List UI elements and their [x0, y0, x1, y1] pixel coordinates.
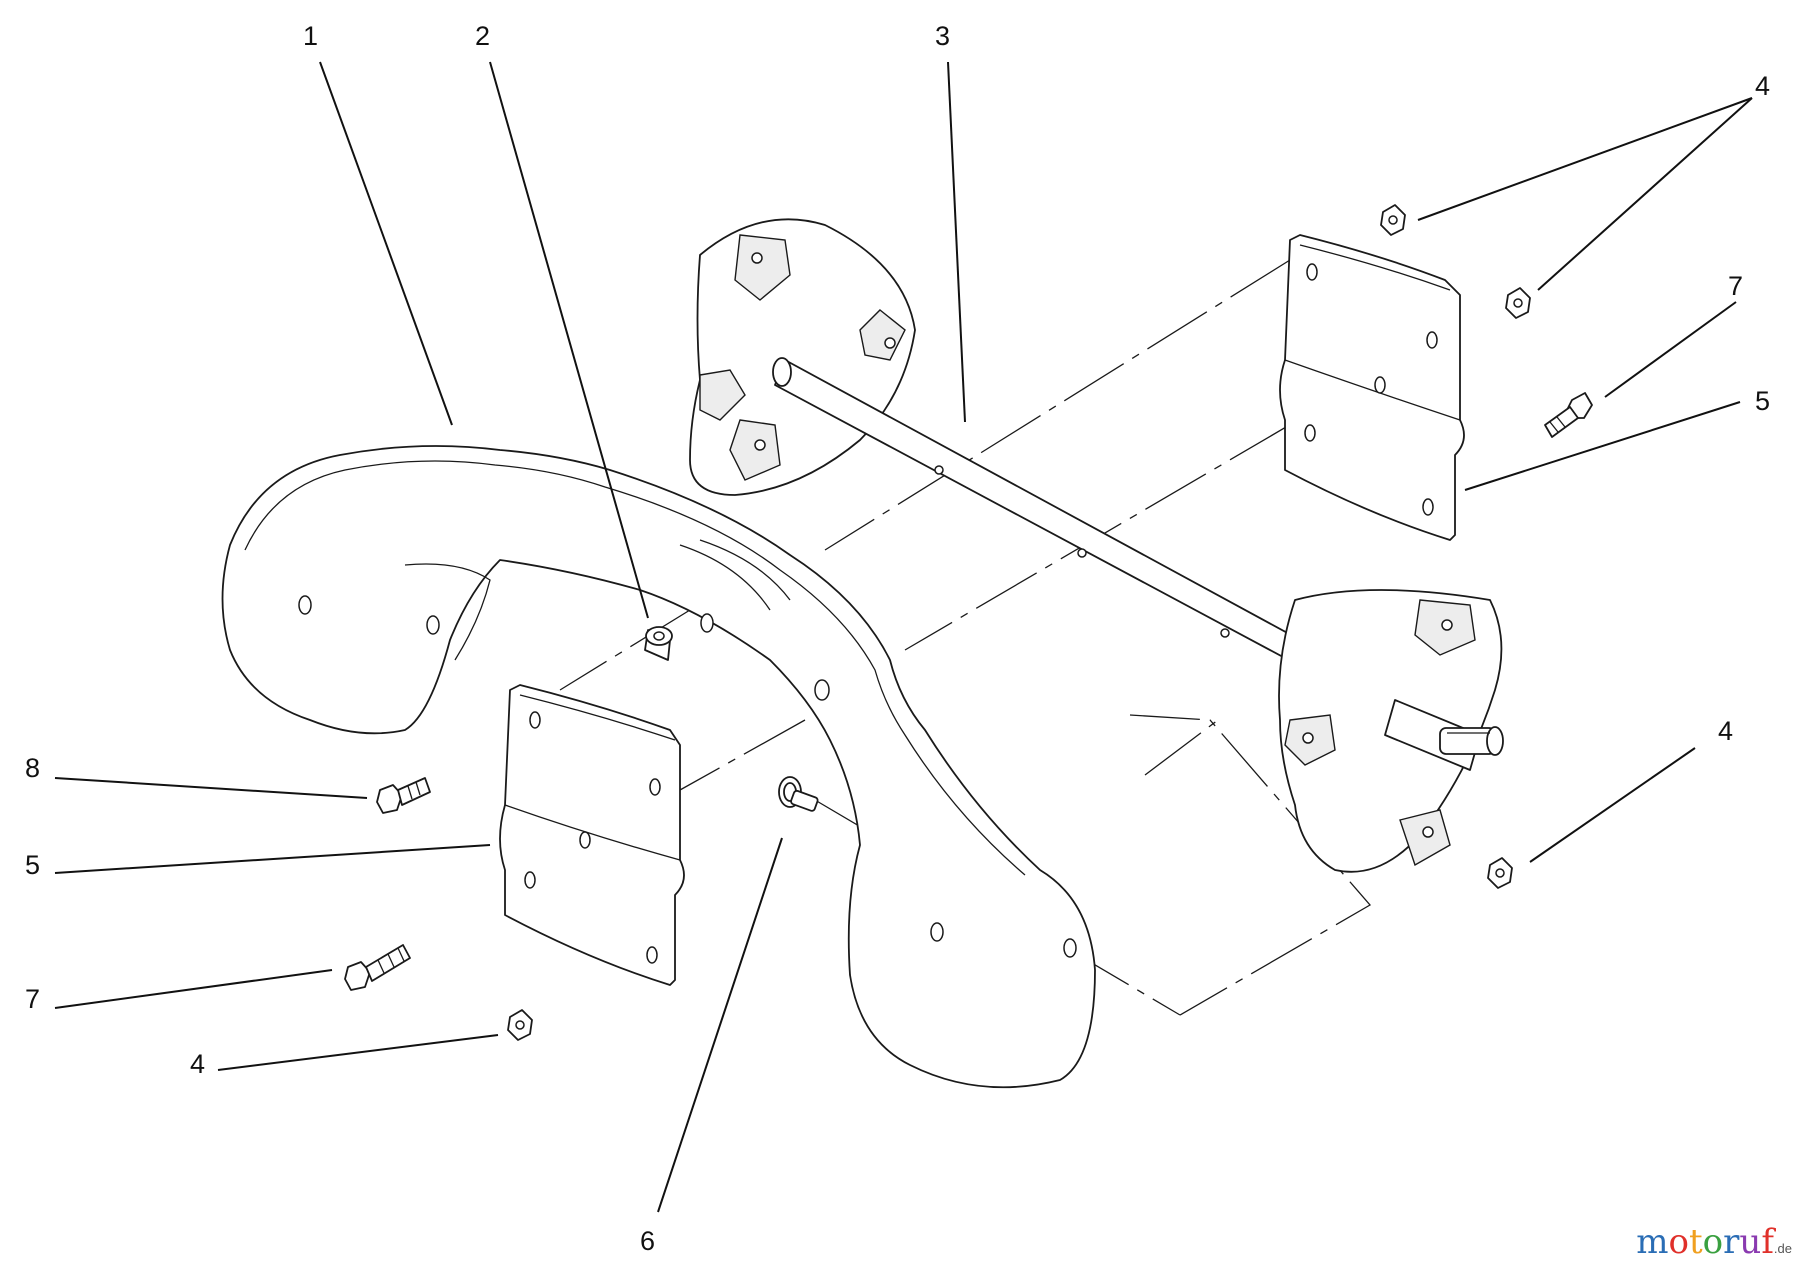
callout-8: 8	[25, 753, 40, 783]
callout-7-rear-bolt: 7	[1728, 271, 1743, 301]
callout-3: 3	[935, 21, 950, 51]
callout-1: 1	[303, 21, 318, 51]
watermark-letter: u	[1739, 1222, 1762, 1262]
watermark-letter: o	[1702, 1222, 1724, 1262]
callout-labels: 1 2 3 4 7 5 4 8 5 7 4 6	[25, 21, 1770, 1256]
callout-5-rear-plate: 5	[1755, 386, 1770, 416]
watermark-letter: f	[1761, 1222, 1774, 1262]
callout-4-rear-nuts: 4	[1755, 71, 1770, 101]
paddle-plate-front	[499, 684, 685, 986]
bushing	[644, 626, 673, 661]
auger-flight	[221, 445, 1096, 1089]
hex-nuts	[507, 204, 1531, 1041]
bolts	[344, 392, 1593, 991]
callout-4-front-right-nut: 4	[1718, 716, 1733, 746]
callout-4-front-nut: 4	[190, 1049, 205, 1079]
watermark-letter: m	[1636, 1222, 1669, 1262]
callout-6: 6	[640, 1226, 655, 1256]
watermark-letter: r	[1723, 1222, 1740, 1262]
watermark-suffix: .de	[1773, 1241, 1792, 1256]
paddle-plate-rear	[1279, 234, 1465, 541]
watermark-letter: o	[1668, 1222, 1689, 1262]
auger-shaft-assembly	[689, 218, 1504, 873]
callout-2: 2	[475, 21, 490, 51]
leader-lines	[54, 61, 1753, 1213]
callout-5-front-plate: 5	[25, 850, 40, 880]
callout-7-front-bolt: 7	[25, 984, 40, 1014]
watermark-letter: t	[1689, 1222, 1703, 1262]
motoruf-watermark: motoruf.de	[1636, 1222, 1792, 1262]
watermark-letters: motoruf	[1636, 1222, 1774, 1262]
stub-shaft	[778, 776, 819, 812]
